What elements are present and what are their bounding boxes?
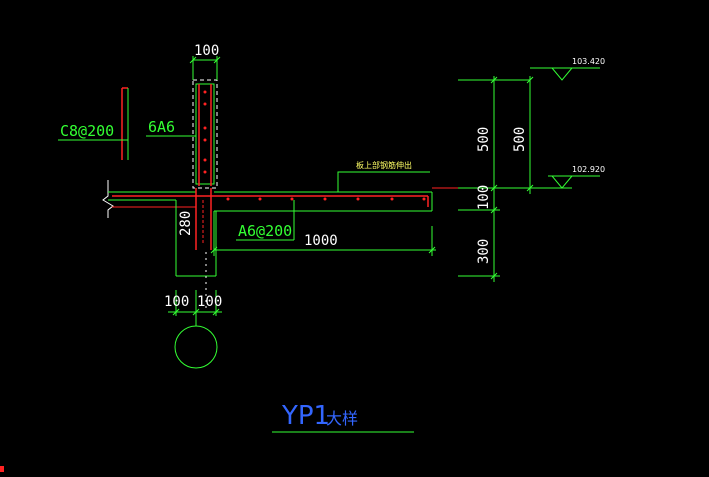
column-top — [192, 79, 218, 189]
elevation-top: 103.420 — [530, 57, 605, 81]
dim-top-width-text: 100 — [194, 43, 219, 59]
column-bars-callout: 6A6 — [146, 118, 196, 137]
beam: 280 — [175, 188, 217, 310]
dim-right-chain: 500 500 100 300 — [458, 76, 572, 282]
title-code: YP1 — [281, 401, 330, 431]
slab-note: 板上部钢筋伸出 — [337, 160, 430, 192]
dim-right-500b-text: 500 — [512, 127, 528, 152]
dim-right-100-text: 100 — [476, 185, 492, 210]
dim-right-500a-text: 500 — [476, 127, 492, 152]
axis-circle — [174, 325, 218, 369]
elevation-top-text: 103.420 — [572, 57, 605, 66]
dim-right-300-text: 300 — [476, 239, 492, 264]
beam-depth-text: 280 — [178, 211, 194, 236]
drawing-title: YP1 大样 — [272, 401, 414, 433]
slab — [102, 180, 460, 218]
stirrup-label: C8@200 — [60, 122, 114, 140]
corner-marker — [0, 466, 4, 472]
slab-bars-label: A6@200 — [238, 222, 292, 240]
dim-overhang: 1000 — [210, 211, 436, 256]
dim-top-width: 100 — [189, 43, 221, 80]
dim-bottom: 100 100 — [164, 290, 222, 316]
column-bars-label: 6A6 — [148, 118, 175, 136]
dim-bottom-left-text: 100 — [164, 294, 189, 310]
slab-note-text: 板上部钢筋伸出 — [356, 160, 412, 170]
stirrup-callout: C8@200 — [58, 87, 129, 160]
elevation-bottom: 102.920 — [548, 165, 605, 189]
dim-bottom-right-text: 100 — [197, 294, 222, 310]
elevation-bottom-text: 102.920 — [572, 165, 605, 174]
dim-overhang-text: 1000 — [304, 233, 338, 249]
title-suffix: 大样 — [326, 409, 358, 428]
slab-bars-callout: A6@200 — [236, 200, 295, 241]
